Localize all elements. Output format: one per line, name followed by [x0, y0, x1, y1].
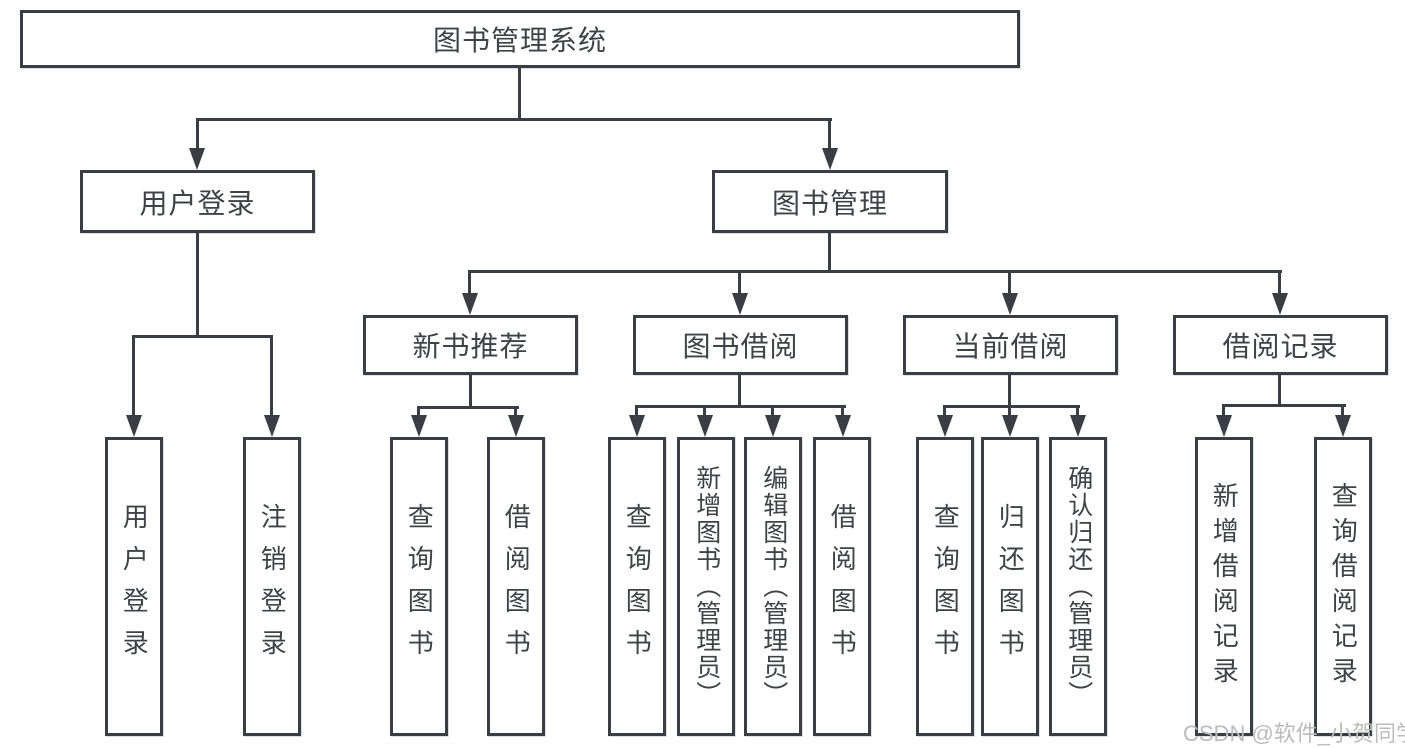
node-library-system: 图书管理系统 — [20, 10, 1020, 68]
arrowhead-add-book-admin — [697, 415, 713, 437]
arrowhead-borrow-books-1 — [508, 415, 524, 437]
node-book-management: 图书管理 — [712, 170, 948, 233]
connector-mgmt-drop-1 — [468, 270, 471, 295]
arrowhead-borrow-books-2 — [835, 415, 851, 437]
connector-root-stem — [518, 68, 521, 120]
leaf-borrow-books-2: 借阅图书 — [813, 437, 871, 736]
arrowhead-edit-book-admin — [765, 415, 781, 437]
arrowhead-return-books — [1002, 415, 1018, 437]
connector-recommend-rail — [417, 406, 519, 409]
leaf-query-borrow-record-label: 查询借阅记录 — [1328, 481, 1359, 692]
arrowhead-add-borrow-record — [1216, 415, 1232, 437]
connector-current-drop-3 — [1076, 405, 1079, 417]
node-book-borrowing-label: 图书借阅 — [682, 331, 799, 362]
connector-recommend-stem — [469, 375, 472, 408]
arrowhead-book-management — [822, 148, 838, 170]
connector-recommend-drop-2 — [514, 406, 517, 417]
connector-login-stem — [196, 233, 199, 338]
connector-borrowing-drop-4 — [841, 405, 844, 417]
arrowhead-book-borrowing — [732, 293, 748, 315]
node-new-book-recommend-label: 新书推荐 — [412, 331, 529, 362]
arrowhead-leaf-user-login — [126, 415, 142, 437]
leaf-query-books-1-label: 查询图书 — [404, 502, 435, 671]
connector-borrowing-rail — [635, 405, 846, 408]
connector-borrowing-stem — [738, 375, 741, 407]
leaf-logout-label: 注销登录 — [257, 502, 288, 671]
leaf-add-borrow-record-label: 新增借阅记录 — [1209, 481, 1240, 692]
arrowhead-confirm-return-admin — [1070, 415, 1086, 437]
leaf-user-login-label: 用户登录 — [119, 502, 150, 671]
node-borrowing-records: 借阅记录 — [1173, 315, 1388, 375]
arrowhead-query-books-2 — [629, 415, 645, 437]
connector-current-drop-1 — [943, 405, 946, 417]
connector-current-rail — [943, 405, 1080, 408]
leaf-user-login: 用户登录 — [105, 437, 163, 736]
leaf-query-books-2: 查询图书 — [608, 437, 666, 736]
connector-borrowing-drop-1 — [635, 405, 638, 417]
node-current-borrowing-label: 当前借阅 — [952, 331, 1069, 362]
leaf-query-books-2-label: 查询图书 — [622, 502, 653, 671]
leaf-query-books-3: 查询图书 — [916, 437, 974, 736]
leaf-return-books-label: 归还图书 — [995, 502, 1026, 671]
node-book-borrowing: 图书借阅 — [633, 315, 848, 375]
leaf-confirm-return-admin: 确认归还（管理员） — [1049, 437, 1107, 736]
connector-current-stem — [1008, 375, 1011, 407]
leaf-borrow-books-2-label: 借阅图书 — [827, 502, 858, 671]
leaf-add-borrow-record: 新增借阅记录 — [1195, 437, 1253, 736]
leaf-confirm-return-admin-label: 确认归还（管理员） — [1064, 465, 1093, 708]
leaf-query-books-3-label: 查询图书 — [930, 502, 961, 671]
connector-mgmt-rail — [468, 270, 1282, 273]
connector-recommend-drop-1 — [417, 406, 420, 417]
connector-borrowing-drop-2 — [703, 405, 706, 417]
connector-current-drop-2 — [1008, 405, 1011, 417]
node-book-management-label: 图书管理 — [771, 187, 888, 219]
arrowhead-leaf-logout — [264, 415, 280, 437]
connector-records-rail — [1222, 404, 1346, 407]
leaf-edit-book-admin: 编辑图书（管理员） — [744, 437, 802, 736]
connector-mgmt-drop-2 — [738, 270, 741, 295]
connector-login-drop-1 — [132, 335, 135, 417]
leaf-borrow-books-1: 借阅图书 — [487, 437, 545, 736]
connector-records-drop-1 — [1222, 404, 1225, 417]
arrowhead-user-login — [189, 148, 205, 170]
node-new-book-recommend: 新书推荐 — [363, 315, 578, 375]
connector-mgmt-stem — [828, 233, 831, 273]
watermark: CSDN @软件_小贺同学 — [1183, 721, 1405, 746]
connector-mgmt-drop-3 — [1008, 270, 1011, 295]
arrowhead-new-book-recommend — [462, 293, 478, 315]
connector-borrowing-drop-3 — [771, 405, 774, 417]
leaf-return-books: 归还图书 — [981, 437, 1039, 736]
connector-root-drop-left — [196, 118, 199, 150]
leaf-edit-book-admin-label: 编辑图书（管理员） — [759, 465, 788, 708]
arrowhead-query-books-1 — [411, 415, 427, 437]
node-library-system-label: 图书管理系统 — [432, 25, 607, 56]
node-user-login-label: 用户登录 — [139, 187, 256, 219]
connector-records-stem — [1278, 375, 1281, 406]
arrowhead-borrowing-records — [1272, 293, 1288, 315]
connector-root-rail — [196, 118, 832, 121]
node-user-login: 用户登录 — [80, 170, 315, 233]
leaf-query-books-1: 查询图书 — [390, 437, 448, 736]
arrowhead-query-books-3 — [937, 415, 953, 437]
node-current-borrowing: 当前借阅 — [903, 315, 1118, 375]
node-borrowing-records-label: 借阅记录 — [1222, 331, 1339, 362]
leaf-add-book-admin-label: 新增图书（管理员） — [692, 465, 721, 708]
leaf-borrow-books-1-label: 借阅图书 — [501, 502, 532, 671]
connector-root-drop-right — [828, 118, 831, 150]
leaf-add-book-admin: 新增图书（管理员） — [677, 437, 735, 736]
connector-login-rail — [132, 335, 273, 338]
connector-login-drop-2 — [270, 335, 273, 417]
connector-records-drop-2 — [1341, 404, 1344, 417]
connector-mgmt-drop-4 — [1278, 270, 1281, 295]
arrowhead-query-borrow-record — [1335, 415, 1351, 437]
arrowhead-current-borrowing — [1002, 293, 1018, 315]
leaf-logout: 注销登录 — [243, 437, 301, 736]
leaf-query-borrow-record: 查询借阅记录 — [1314, 437, 1372, 736]
